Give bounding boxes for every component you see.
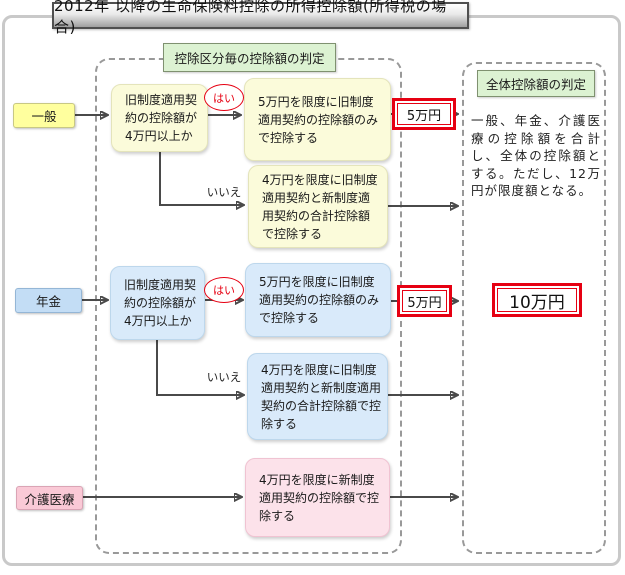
yes-badge-pension: はい [204, 277, 244, 303]
total-amount-value: 10万円 [497, 288, 577, 313]
total-description: 一般、年金、介護医療の控除額を合計し、全体の控除額とする。ただし、12万円が限度… [471, 113, 601, 198]
amount-value-general: 5万円 [397, 103, 451, 125]
judgment-zone-label: 控除区分毎の控除額の判定 [163, 43, 336, 72]
arrow-general-no [159, 152, 243, 205]
no-label-pension: いいえ [206, 370, 242, 384]
question-box-pension: 旧制度適用契約の控除額が4万円以上か [110, 266, 205, 340]
page-title: 2012年 以降の生命保険料控除の所得控除額(所得税の場合) [52, 0, 469, 36]
category-label-general: 一般 [13, 103, 75, 128]
total-zone-label: 全体控除額の判定 [477, 70, 595, 97]
total-amount-box: 10万円 [492, 283, 582, 317]
total-zone [462, 62, 606, 554]
category-label-care: 介護医療 [16, 486, 83, 510]
amount-box-general: 5万円 [392, 98, 456, 130]
yes-action-box-pension: 5万円を限度に旧制度適用契約の控除額のみで控除する [245, 263, 391, 337]
no-label-general: いいえ [206, 185, 242, 199]
action-box-care: 4万円を限度に新制度適用契約の控除額で控除する [245, 458, 390, 537]
category-label-pension: 年金 [15, 288, 82, 313]
yes-action-box-general: 5万円を限度に旧制度適用契約の控除額のみで控除する [244, 78, 391, 161]
question-box-general: 旧制度適用契約の控除額が4万円以上か [111, 84, 208, 152]
no-action-box-general: 4万円を限度に旧制度適用契約と新制度適用契約の合計控除額で控除する [248, 165, 388, 248]
no-action-box-pension: 4万円を限度に旧制度適用契約と新制度適用契約の合計控除額で控除する [247, 353, 388, 440]
yes-badge-general: はい [204, 84, 244, 111]
amount-box-pension: 5万円 [397, 285, 452, 317]
amount-value-pension: 5万円 [402, 290, 447, 312]
arrow-pension-no [156, 340, 243, 395]
